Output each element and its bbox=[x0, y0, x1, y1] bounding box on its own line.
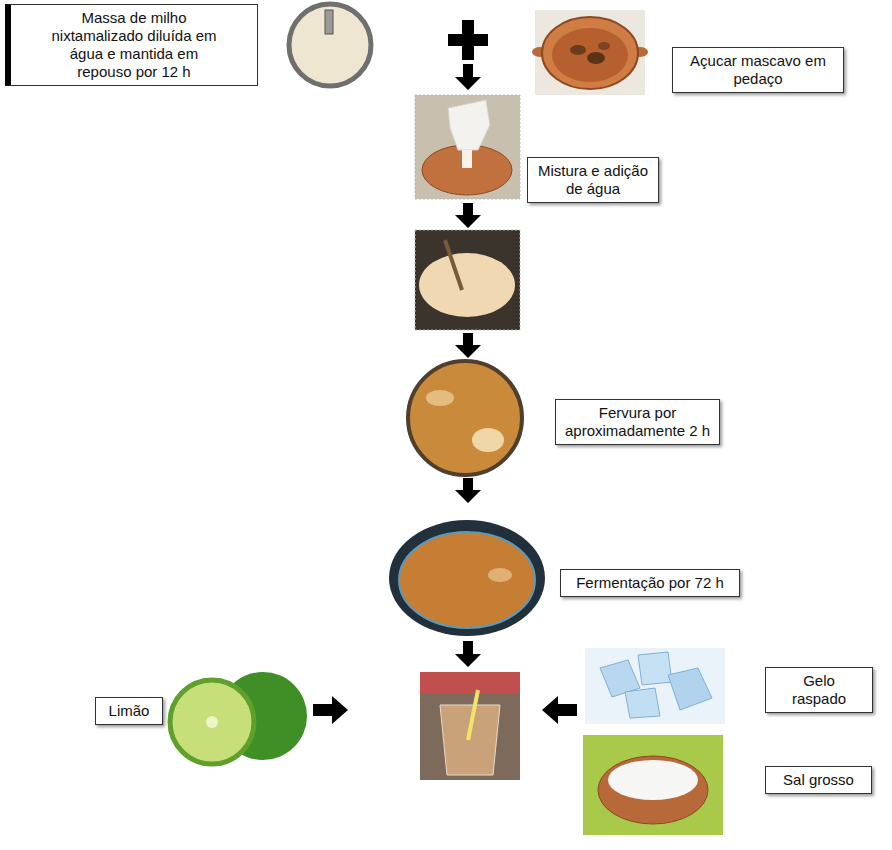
mixing-photo bbox=[415, 95, 520, 199]
sugar-chunk bbox=[598, 42, 610, 50]
ice-cube bbox=[668, 668, 712, 710]
photo-ground bbox=[535, 10, 645, 95]
sugar-chunk bbox=[570, 45, 586, 55]
copper-pan bbox=[542, 17, 638, 89]
flow-arrow bbox=[542, 696, 577, 724]
label-text: Açucar mascavo em pedaço bbox=[681, 52, 835, 88]
input-box: Açucar mascavo em pedaço bbox=[672, 47, 844, 93]
cooking-mass bbox=[419, 253, 515, 317]
input-box: Massa de milho nixtamalizado diluída em … bbox=[5, 4, 258, 86]
ingredient-label: Sal grosso bbox=[765, 766, 872, 794]
foam bbox=[472, 428, 504, 452]
photo-ground bbox=[420, 672, 520, 694]
sugar-chunk bbox=[587, 52, 605, 64]
flow-arrow bbox=[313, 696, 348, 724]
label-text: Sal grosso bbox=[774, 771, 863, 789]
flow-arrow bbox=[455, 64, 481, 90]
straw bbox=[468, 690, 478, 740]
dough-bowl bbox=[289, 4, 371, 86]
copper-pan bbox=[422, 145, 512, 195]
label-text: Limão bbox=[104, 702, 154, 720]
coarse-salt bbox=[608, 760, 698, 800]
label-text: Fervura por aproximadamente 2 h bbox=[564, 404, 711, 440]
pitcher bbox=[448, 100, 490, 150]
ice-cube bbox=[638, 652, 672, 685]
step-label: Mistura e adição de água bbox=[527, 157, 659, 203]
plus-sign bbox=[448, 34, 488, 46]
pouring-liquid bbox=[462, 150, 472, 168]
ingredient-label: Gelo raspado bbox=[765, 667, 873, 713]
fermenting-liquid bbox=[399, 532, 535, 628]
copper-pan bbox=[552, 28, 628, 82]
ice-cube bbox=[625, 688, 660, 718]
drink-photo bbox=[420, 672, 520, 780]
foam bbox=[426, 390, 454, 406]
salt-photo bbox=[583, 735, 723, 835]
stirring-stick bbox=[445, 240, 462, 290]
flow-arrow bbox=[455, 641, 481, 667]
label-text: Mistura e adição de água bbox=[536, 162, 650, 198]
label-text: Fermentação por 72 h bbox=[569, 574, 731, 592]
salt-bowl bbox=[598, 756, 708, 824]
boiling-pot bbox=[408, 361, 522, 475]
ingredient-label: Limão bbox=[95, 697, 163, 725]
flow-arrow bbox=[455, 203, 481, 228]
label-text: Gelo raspado bbox=[774, 672, 864, 708]
ice-photo bbox=[585, 648, 725, 724]
step-label: Fermentação por 72 h bbox=[560, 569, 740, 597]
spoon-handle bbox=[325, 10, 333, 34]
fermentation-pot bbox=[389, 520, 545, 636]
flow-arrow bbox=[455, 478, 481, 503]
flow-arrow bbox=[455, 333, 481, 358]
lime-half bbox=[206, 716, 218, 728]
foam bbox=[488, 568, 512, 582]
label-text: Massa de milho nixtamalizado diluída em … bbox=[45, 9, 223, 81]
lime-half bbox=[170, 680, 254, 764]
step-label: Fervura por aproximadamente 2 h bbox=[555, 399, 720, 445]
stirring-photo bbox=[415, 230, 520, 330]
